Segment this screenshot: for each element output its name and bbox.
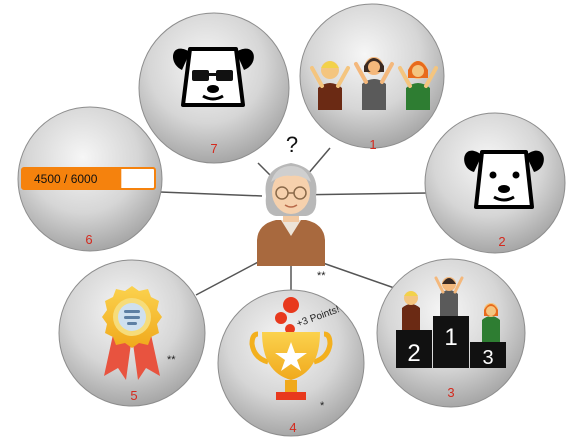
- line-to-5: [195, 259, 263, 296]
- podium-icon: 2 1 3: [396, 276, 506, 369]
- podium-number-1: 1: [444, 324, 457, 351]
- node-4: +3 Points! * 4: [217, 289, 365, 437]
- node-2-label: 2: [498, 234, 505, 249]
- node-5: ** 5: [58, 259, 206, 407]
- podium-number-3: 3: [482, 347, 493, 369]
- node-1-label: 1: [369, 137, 376, 152]
- node-1: 1: [299, 3, 445, 152]
- dog-sunglasses-icon: [172, 47, 254, 107]
- center-footnote: **: [317, 270, 326, 282]
- podium-number-2: 2: [407, 340, 420, 367]
- podium-block-3: [470, 342, 506, 368]
- progress-bar: 4500 / 6000: [21, 167, 156, 190]
- node-7-label: 7: [210, 141, 217, 156]
- dog-icon: [464, 150, 544, 209]
- question-mark: ?: [286, 132, 298, 157]
- podium-block-2: [396, 330, 432, 368]
- node-5-label: 5: [130, 388, 137, 403]
- node-4-footnote: *: [320, 400, 325, 412]
- node-7: 7: [138, 12, 290, 164]
- orb-1: [299, 3, 445, 149]
- node-2: 2: [424, 112, 566, 254]
- center-person-icon: [257, 163, 325, 266]
- node-6: 4500 / 6000 6: [17, 106, 163, 252]
- line-to-6: [159, 191, 263, 197]
- node-5-footnote: **: [167, 354, 176, 366]
- progress-text: 4500 / 6000: [34, 172, 98, 186]
- award-badge-icon: [102, 286, 162, 380]
- node-4-label: 4: [289, 420, 296, 435]
- trophy-icon: [249, 297, 333, 400]
- podium-block-1: [433, 316, 469, 368]
- node-6-label: 6: [85, 232, 92, 247]
- cheering-people-icon: [310, 57, 438, 110]
- node-3: 2 1 3 3: [376, 258, 526, 408]
- node-3-label: 3: [447, 385, 454, 400]
- progress-fill: [23, 169, 122, 188]
